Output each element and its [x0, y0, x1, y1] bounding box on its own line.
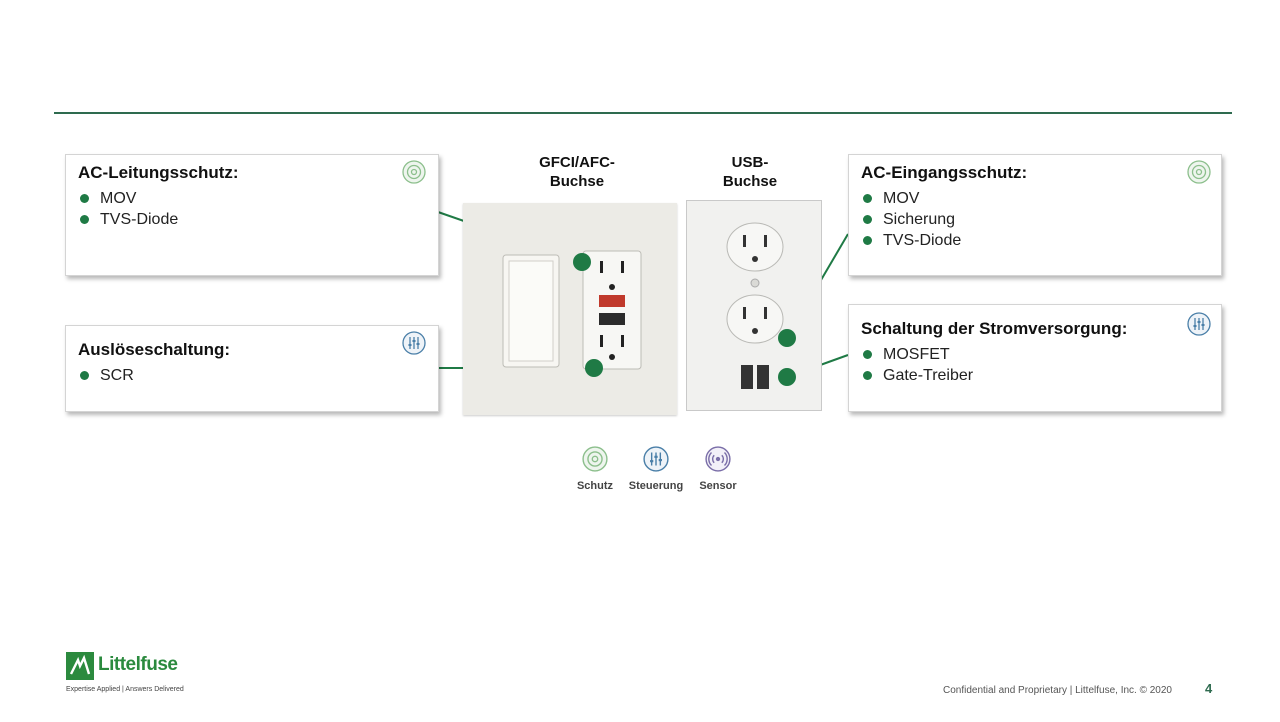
power-circuit-box: Schaltung der Stromversorgung: MOSFET Ga…: [848, 304, 1222, 412]
legend-item-sensor: Sensor: [683, 446, 753, 492]
legend-label: Steuerung: [628, 480, 684, 492]
legend-item-protection: Schutz: [560, 446, 630, 492]
logo-tagline: Expertise Applied | Answers Delivered: [66, 686, 184, 693]
list-item: MOSFET: [861, 344, 1209, 365]
list-item: TVS-Diode: [861, 230, 1209, 251]
list-item: MOV: [861, 188, 1209, 209]
gfci-outlet-photo: [463, 203, 677, 415]
ac-input-protection-box: AC-Eingangsschutz: MOV Sicherung TVS-Dio…: [848, 154, 1222, 276]
legend-item-control: Steuerung: [621, 446, 691, 492]
list-item: TVS-Diode: [78, 209, 426, 230]
sensor-icon: [705, 446, 731, 472]
confidential-notice: Confidential and Proprietary | Littelfus…: [943, 685, 1172, 696]
gfci-outlet-illustration: [502, 250, 642, 370]
ac-input-protection-title: AC-Eingangsschutz:: [861, 163, 1028, 182]
list-item: SCR: [78, 365, 426, 386]
caption-line: Buchse: [722, 173, 778, 190]
trigger-circuit-title: Auslöseschaltung:: [78, 340, 231, 359]
ac-line-protection-title: AC-Leitungsschutz:: [78, 163, 239, 182]
usb-outlet-illustration: [726, 222, 784, 389]
power-circuit-title: Schaltung der Stromversorgung:: [861, 319, 1128, 338]
protection-icon: [402, 160, 426, 184]
list-item: Gate-Treiber: [861, 365, 1209, 386]
usb-caption: USB- Buchse: [700, 153, 800, 191]
protection-icon: [1187, 160, 1211, 184]
control-icon: [643, 446, 669, 472]
list-item: Sicherung: [861, 209, 1209, 230]
trigger-circuit-list: SCR: [78, 365, 426, 386]
legend-label: Sensor: [699, 480, 737, 492]
list-item: MOV: [78, 188, 426, 209]
legend-label: Schutz: [576, 480, 614, 492]
trigger-circuit-box: Auslöseschaltung: SCR: [65, 325, 439, 412]
caption-line: USB-: [731, 154, 769, 171]
gfci-caption: GFCI/AFC- Buchse: [520, 153, 634, 191]
control-icon: [402, 331, 426, 355]
control-icon: [1187, 312, 1211, 336]
page-number: 4: [1205, 681, 1213, 696]
header-rule: [54, 112, 1232, 114]
logo-wordmark: Littelfuse: [98, 654, 178, 675]
ac-line-protection-box: AC-Leitungsschutz: MOV TVS-Diode: [65, 154, 439, 276]
caption-line: GFCI/AFC-: [539, 154, 615, 171]
usb-outlet-photo: [686, 200, 822, 411]
logo-mark-icon: [66, 652, 94, 680]
protection-icon: [582, 446, 608, 472]
ac-input-protection-list: MOV Sicherung TVS-Diode: [861, 188, 1209, 251]
caption-line: Buchse: [549, 173, 605, 190]
power-circuit-list: MOSFET Gate-Treiber: [861, 344, 1209, 386]
ac-line-protection-list: MOV TVS-Diode: [78, 188, 426, 230]
